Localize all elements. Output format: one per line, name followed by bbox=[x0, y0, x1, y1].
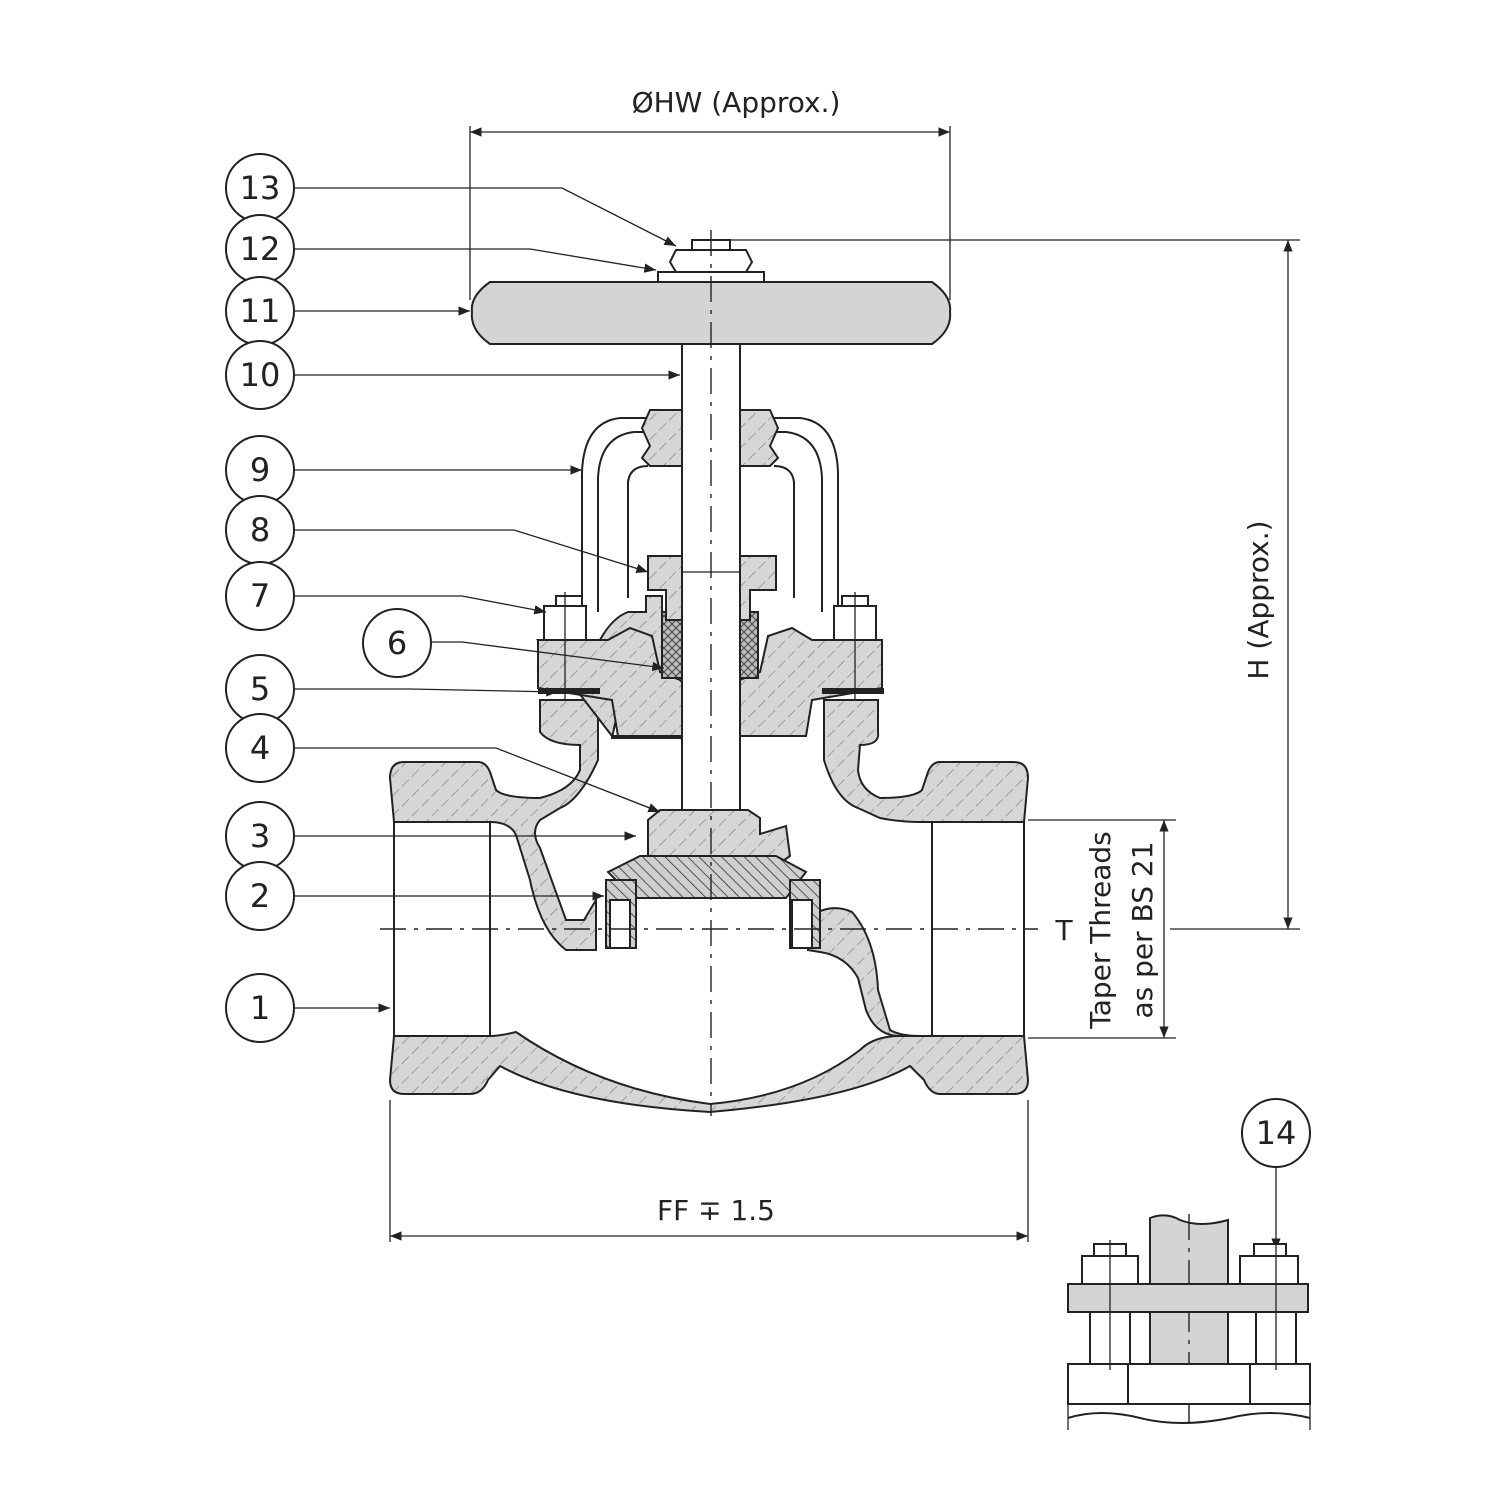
detail-view bbox=[1067, 1214, 1311, 1430]
svg-text:7: 7 bbox=[250, 577, 270, 615]
svg-text:3: 3 bbox=[250, 817, 270, 855]
balloon-5: 5 bbox=[225, 654, 295, 724]
svg-text:2: 2 bbox=[250, 877, 270, 915]
svg-text:10: 10 bbox=[240, 356, 281, 394]
svg-text:8: 8 bbox=[250, 511, 270, 549]
balloon-11: 11 bbox=[225, 276, 295, 346]
svg-text:11: 11 bbox=[240, 292, 281, 330]
svg-text:14: 14 bbox=[1256, 1114, 1297, 1152]
svg-text:4: 4 bbox=[250, 729, 270, 767]
balloon-6: 6 bbox=[362, 608, 432, 678]
dimension-hw-label: ØHW (Approx.) bbox=[632, 86, 841, 119]
dimension-face-to-face: FF ∓ 1.5 bbox=[389, 1100, 1029, 1242]
thread-label-1: Taper Threads bbox=[1084, 831, 1117, 1030]
balloon-13: 13 bbox=[225, 153, 295, 223]
balloon-14: 14 bbox=[1241, 1098, 1311, 1168]
dimension-handwheel: ØHW (Approx.) bbox=[469, 86, 951, 300]
balloon-3: 3 bbox=[225, 801, 295, 871]
svg-text:1: 1 bbox=[250, 989, 270, 1027]
thread-symbol: T bbox=[1054, 914, 1073, 947]
svg-text:13: 13 bbox=[240, 169, 281, 207]
balloon-10: 10 bbox=[225, 340, 295, 410]
balloon-12: 12 bbox=[225, 214, 295, 284]
balloon-9: 9 bbox=[225, 435, 295, 505]
stud-bolts bbox=[543, 592, 877, 700]
balloon-2: 2 bbox=[225, 861, 295, 931]
gasket bbox=[538, 688, 884, 694]
disc-assembly bbox=[605, 809, 821, 949]
svg-text:5: 5 bbox=[250, 670, 270, 708]
balloon-1: 1 bbox=[225, 973, 295, 1043]
svg-text:6: 6 bbox=[387, 624, 407, 662]
svg-text:9: 9 bbox=[250, 451, 270, 489]
balloon-8: 8 bbox=[225, 495, 295, 565]
dimension-height: H (Approx.) bbox=[720, 239, 1300, 930]
balloon-4: 4 bbox=[225, 713, 295, 783]
balloon-7: 7 bbox=[225, 561, 295, 631]
leader-lines bbox=[294, 187, 1281, 1250]
svg-text:12: 12 bbox=[240, 230, 281, 268]
dimension-thread: T Taper Threads as per BS 21 bbox=[1028, 819, 1176, 1039]
thread-label-2: as per BS 21 bbox=[1126, 841, 1159, 1018]
dimension-h-label: H (Approx.) bbox=[1242, 520, 1275, 679]
dimension-ff-label: FF ∓ 1.5 bbox=[657, 1194, 775, 1227]
